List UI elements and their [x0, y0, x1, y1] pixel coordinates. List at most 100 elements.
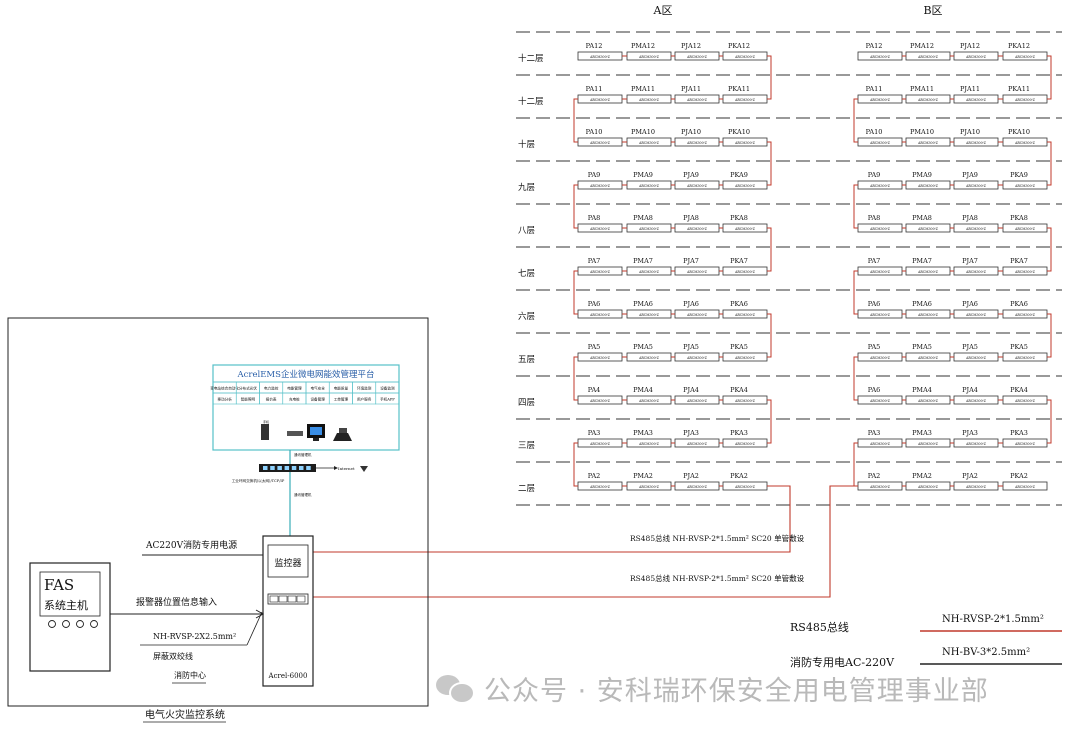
module-model: ARCM300-Z: [869, 485, 891, 489]
power-label: AC220V消防专用电源: [145, 539, 237, 551]
bus-riser: [1047, 141, 1052, 186]
phone-icon: [261, 424, 269, 440]
device-tag: PMA5: [912, 343, 932, 351]
module-model: ARCM300-Z: [589, 184, 611, 188]
platform-module-label: 设备监测: [380, 386, 395, 391]
module-model: ARCM300-Z: [734, 485, 756, 489]
device-tag: PJA7: [683, 257, 699, 265]
device-tag: PMA9: [633, 171, 653, 179]
device-tag: PMA9: [912, 171, 932, 179]
module-model: ARCM300-Z: [965, 55, 987, 59]
legend-power-spec: NH-BV-3*2.5mm²: [942, 647, 1030, 658]
module-model: ARCM300-Z: [638, 98, 660, 102]
fas-title: FAS: [44, 576, 74, 594]
module-model: ARCM300-Z: [734, 227, 756, 231]
monitor-key-3: [287, 595, 297, 603]
device-tag: PJA11: [681, 85, 701, 93]
bus-riser: [1047, 227, 1052, 272]
module-model: ARCM300-Z: [917, 313, 939, 317]
printer-icon: [333, 433, 352, 441]
platform-module-label: 电能质量: [334, 386, 349, 391]
device-tag: PMA10: [910, 128, 934, 136]
module-model: ARCM300-Z: [917, 141, 939, 145]
module-model: ARCM300-Z: [869, 141, 891, 145]
monitor-unit: [262, 535, 314, 687]
floor-label: 八层: [518, 226, 535, 236]
antenna-icon: [360, 466, 368, 472]
module-model: ARCM300-Z: [734, 313, 756, 317]
platform-module-label: 环境监测: [357, 386, 372, 391]
module-model: ARCM300-Z: [638, 55, 660, 59]
module-model: ARCM300-Z: [917, 227, 939, 231]
module-model: ARCM300-Z: [965, 141, 987, 145]
device-tag: PKA10: [1008, 128, 1030, 136]
device-tag: PA8: [588, 214, 601, 222]
floor-label: 七层: [518, 269, 535, 279]
server-icon: [287, 431, 303, 436]
bus-riser: [1047, 313, 1052, 358]
link-label-2: 通讯管理机: [294, 492, 312, 497]
module-model: ARCM300-Z: [965, 270, 987, 274]
device-tag: PMA10: [631, 128, 655, 136]
module-model: ARCM300-Z: [1014, 141, 1036, 145]
module-model: ARCM300-Z: [589, 270, 611, 274]
module-model: ARCM300-Z: [589, 313, 611, 317]
module-model: ARCM300-Z: [638, 227, 660, 231]
device-tag: PJA5: [962, 343, 978, 351]
device-tag: PA7: [868, 257, 881, 265]
module-model: ARCM300-Z: [686, 141, 708, 145]
module-model: ARCM300-Z: [734, 55, 756, 59]
bus-riser: [767, 227, 772, 272]
device-tag: PA8: [868, 214, 881, 222]
device-tag: PA2: [588, 472, 601, 480]
module-model: ARCM300-Z: [686, 184, 708, 188]
device-tag: PKA4: [730, 386, 748, 394]
fas-button-4: [90, 620, 98, 628]
device-tag: PKA6: [1010, 300, 1028, 308]
svg-text:手机: 手机: [263, 419, 269, 424]
device-tag: PKA2: [1010, 472, 1028, 480]
watermark: 公众号 · 安科瑞环保安全用电管理事业部: [436, 668, 989, 708]
system-title: 电气火灾监控系统: [145, 708, 225, 721]
alarm-input-label: 报警器位置信息输入: [136, 596, 217, 608]
module-model: ARCM300-Z: [638, 356, 660, 360]
platform-modules: 变电站综合自动化分布式光伏电力监控电能管理电气安全电能质量环境监测设备监测移动分…: [210, 381, 400, 405]
monitor-key-1: [269, 595, 279, 603]
switch-port: [263, 466, 268, 470]
device-tag: PKA3: [1010, 429, 1028, 437]
module-model: ARCM300-Z: [734, 442, 756, 446]
module-model: ARCM300-Z: [1014, 184, 1036, 188]
module-model: ARCM300-Z: [686, 313, 708, 317]
cable-spec: NH-RVSP-2X2.5mm²: [153, 632, 236, 641]
switch-caption: 工业环网交换机(以太网)/TCP/IP: [232, 478, 285, 483]
zone-b-label: B区: [923, 4, 942, 17]
module-model: ARCM300-Z: [734, 184, 756, 188]
platform-module-label: 移动分析: [217, 397, 232, 402]
device-tag: PMA5: [633, 343, 653, 351]
module-model: ARCM300-Z: [686, 356, 708, 360]
device-tag: PJA3: [962, 429, 978, 437]
module-model: ARCM300-Z: [589, 55, 611, 59]
system-frame: [7, 317, 429, 707]
device-tag: PMA2: [912, 472, 932, 480]
device-tag: PKA12: [728, 42, 750, 50]
bus-riser: [1047, 399, 1052, 444]
device-tag: PMA3: [912, 429, 932, 437]
module-model: ARCM300-Z: [638, 399, 660, 403]
device-tag: PJA10: [681, 128, 701, 136]
module-model: ARCM300-Z: [1014, 55, 1036, 59]
platform-module-label: 充电桩: [289, 397, 300, 402]
module-model: ARCM300-Z: [686, 485, 708, 489]
device-tag: PKA2: [730, 472, 748, 480]
platform-module-label: 手机APP: [380, 397, 395, 402]
module-model: ARCM300-Z: [869, 399, 891, 403]
device-tag: PMA7: [912, 257, 932, 265]
module-model: ARCM300-Z: [686, 270, 708, 274]
module-model: ARCM300-Z: [965, 485, 987, 489]
internet-label: Internet: [338, 466, 355, 471]
device-tag: PKA9: [730, 171, 748, 179]
device-tag: PMA11: [910, 85, 934, 93]
device-tag: PJA9: [962, 171, 978, 179]
device-tag: PKA6: [730, 300, 748, 308]
module-model: ARCM300-Z: [638, 184, 660, 188]
